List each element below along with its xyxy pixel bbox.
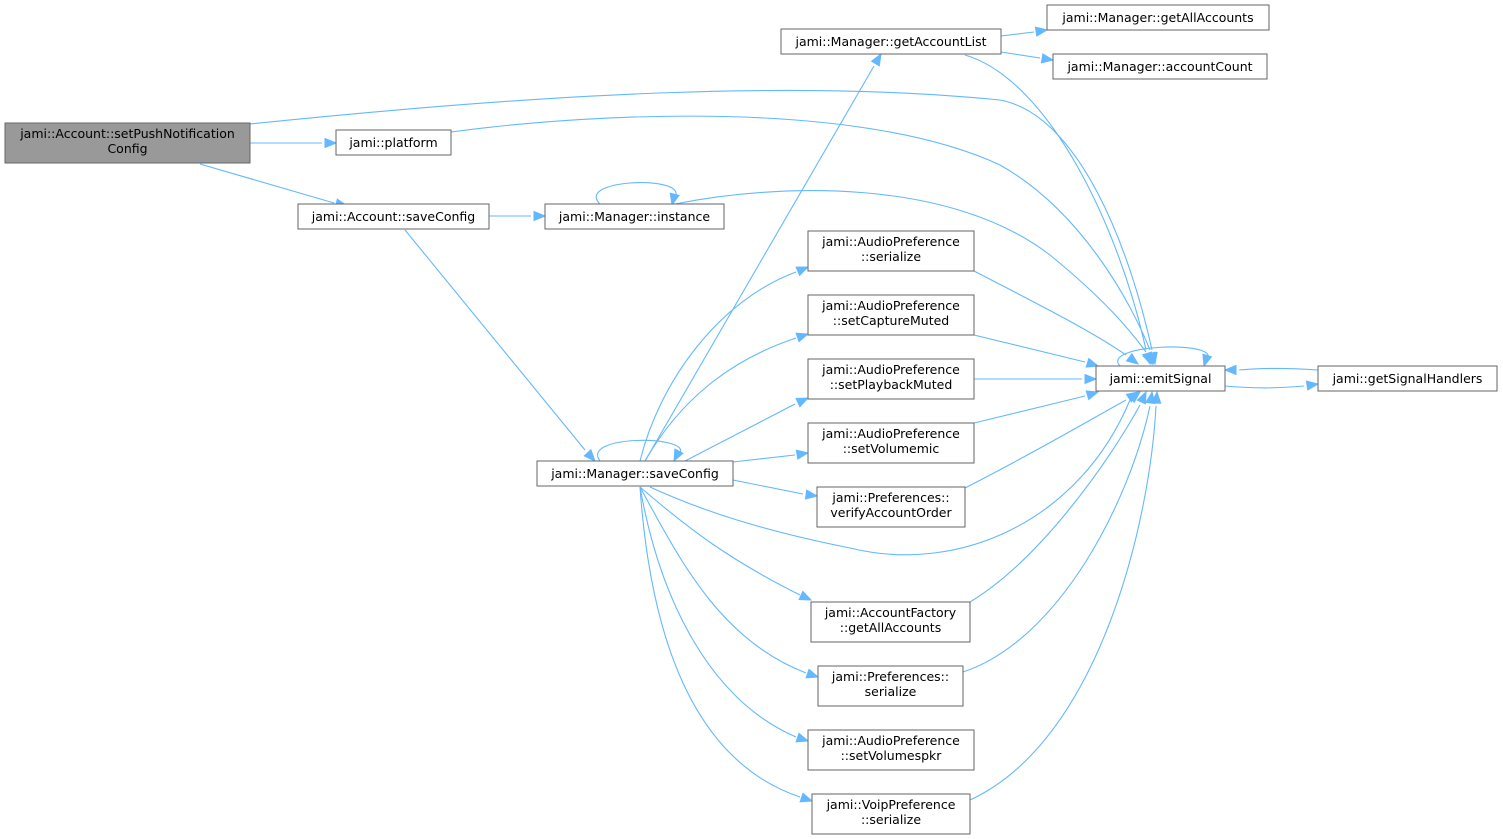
edge-mgrsaveconfig-to-volumespkr <box>639 486 810 743</box>
node-set-capture-muted[interactable]: jami::AudioPreference::setCaptureMuted <box>807 294 975 336</box>
node-voip-serialize[interactable]: jami::VoipPreference::serialize <box>811 793 971 835</box>
node-label: jami::Manager::accountCount <box>1066 59 1252 74</box>
edge-mgrsaveconfig-to-playbackmuted <box>684 397 810 462</box>
node-emit-signal[interactable]: jami::emitSignal <box>1095 365 1226 392</box>
edge-playbackmuted-to-emitsignal <box>974 373 1098 385</box>
edge-mgrsaveconfig-to-emitsignal <box>649 391 1142 556</box>
node-label: ::setCaptureMuted <box>833 313 949 328</box>
edge-volumemic-to-emitsignal <box>973 390 1100 424</box>
node-label: jami::Account::setPushNotification <box>19 126 235 141</box>
edge-getaccountlist-to-getallaccounts <box>1000 26 1049 37</box>
node-label: jami::Manager::saveConfig <box>550 466 719 481</box>
edge-emitsignal-self-loop <box>1117 346 1213 368</box>
node-label: serialize <box>865 684 917 699</box>
edge-capturemuted-to-emitsignal <box>973 334 1100 368</box>
edge-account-saveconfig-to-instance <box>489 210 547 222</box>
node-set-playback-muted[interactable]: jami::AudioPreference::setPlaybackMuted <box>807 358 975 400</box>
node-platform[interactable]: jami::platform <box>335 129 452 156</box>
node-label: jami::Preferences:: <box>831 490 949 505</box>
node-get-signal-handlers[interactable]: jami::getSignalHandlers <box>1317 365 1498 392</box>
node-set-volumemic[interactable]: jami::AudioPreference::setVolumemic <box>807 422 975 464</box>
edge-account-saveconfig-to-manager-saveconfig <box>404 229 596 462</box>
edge-getsignalhandlers-to-emitsignal <box>1223 364 1319 376</box>
node-manager-instance[interactable]: jami::Manager::instance <box>544 203 725 230</box>
node-manager-save-config[interactable]: jami::Manager::saveConfig <box>536 460 734 487</box>
edge-instance-to-emitsignal <box>674 190 1153 366</box>
node-account-save-config[interactable]: jami::Account::saveConfig <box>297 203 490 230</box>
node-label: jami::Manager::getAccountList <box>794 34 986 49</box>
edge-mgrsaveconfig-to-capturemuted <box>644 332 810 462</box>
edge-emitsignal-to-getsignalhandlers <box>1224 380 1320 391</box>
node-label: ::setVolumemic <box>843 441 940 456</box>
node-label: jami::VoipPreference <box>826 797 956 812</box>
edge-voipserialize-to-emitsignal <box>969 390 1162 801</box>
edge-verifyorder-to-emitsignal <box>964 391 1140 489</box>
edge-getaccountlist-to-accountcount <box>1000 51 1055 64</box>
node-label: jami::Preferences:: <box>831 669 949 684</box>
node-audio-serialize[interactable]: jami::AudioPreference::serialize <box>807 230 975 272</box>
node-label: ::serialize <box>861 249 921 264</box>
edge-mgrsaveconfig-to-audioserialize <box>639 266 810 462</box>
edge-mgrsaveconfig-to-volumemic <box>732 449 810 463</box>
node-label: jami::AudioPreference <box>821 733 960 748</box>
node-set-volumespkr[interactable]: jami::AudioPreference::setVolumespkr <box>807 729 975 771</box>
node-account-factory-get-all[interactable]: jami::AccountFactory::getAllAccounts <box>810 601 971 643</box>
edge-platform-to-emitsignal <box>450 115 1156 366</box>
node-label: jami::AudioPreference <box>821 298 960 313</box>
node-label: jami::AudioPreference <box>821 362 960 377</box>
node-preferences-serialize[interactable]: jami::Preferences::serialize <box>817 665 964 707</box>
node-label: jami::Manager::instance <box>558 209 710 224</box>
node-get-account-list[interactable]: jami::Manager::getAccountList <box>780 28 1002 55</box>
node-label: jami::AccountFactory <box>824 605 957 620</box>
edge-mgrsaveconfig-self-loop <box>597 439 684 463</box>
edge-mgrsaveconfig-to-voipserialize <box>639 486 814 803</box>
edge-setpush-to-account-saveconfig <box>199 163 349 209</box>
node-label: Config <box>107 141 147 156</box>
node-label: jami::AudioPreference <box>821 234 960 249</box>
edge-factory-to-emitsignal <box>969 390 1147 603</box>
node-verify-account-order[interactable]: jami::Preferences::verifyAccountOrder <box>816 486 966 528</box>
node-label: ::setVolumespkr <box>841 748 943 763</box>
node-label: verifyAccountOrder <box>830 505 952 520</box>
edge-getaccountlist-to-emitsignal <box>964 54 1152 366</box>
node-label: jami::emitSignal <box>1109 371 1212 386</box>
edge-instance-self-loop <box>595 182 680 207</box>
node-label: jami::platform <box>348 135 437 150</box>
node-label: jami::Account::saveConfig <box>311 209 475 224</box>
node-account-count[interactable]: jami::Manager::accountCount <box>1052 53 1268 80</box>
node-label: jami::getSignalHandlers <box>1332 371 1483 386</box>
edge-audioserialize-to-emitsignal <box>973 270 1140 365</box>
edge-prefserialize-to-emitsignal <box>962 390 1156 673</box>
node-get-all-accounts[interactable]: jami::Manager::getAllAccounts <box>1046 4 1270 31</box>
edge-mgrsaveconfig-to-verifyorder <box>732 479 819 500</box>
edge-mgrsaveconfig-to-factory <box>639 486 813 601</box>
node-label: jami::AudioPreference <box>821 426 960 441</box>
node-label: ::serialize <box>861 812 921 827</box>
edge-mgrsaveconfig-to-getaccountlist <box>644 52 882 462</box>
node-label: ::getAllAccounts <box>840 620 941 635</box>
edge-mgrsaveconfig-to-prefserialize <box>639 486 820 679</box>
edge-setpush-to-platform <box>250 137 338 149</box>
node-label: jami::Manager::getAllAccounts <box>1061 10 1253 25</box>
node-label: ::setPlaybackMuted <box>830 377 953 392</box>
